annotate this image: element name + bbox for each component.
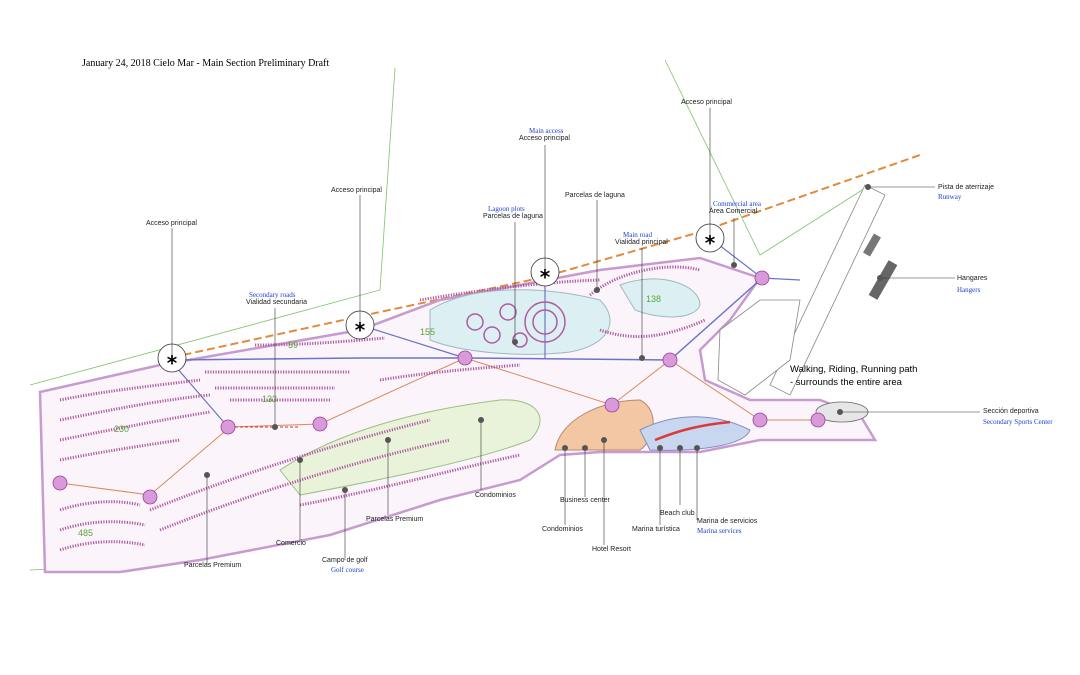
label-area-comercial: Área Comercial [709, 208, 758, 215]
label-parcelas-premium-2: Parcelas Premium [184, 562, 242, 569]
roundabout-nodes [52, 270, 826, 505]
label-vialidad-secundaria: Vialidad secundaria [246, 299, 307, 306]
label-vialidad-principal: Vialidad principal [615, 239, 668, 246]
label-beach-club: Beach club [660, 510, 695, 517]
label-comercio: Comercio [276, 540, 306, 547]
access-road [169, 359, 229, 428]
label-main-road: Main road [623, 231, 652, 239]
access-asterisk-icon: * [355, 318, 366, 342]
label-marina-de-servicios: Marina de servicios [697, 518, 758, 525]
access-asterisk-icon: * [167, 351, 178, 375]
walking-path-note-line1: Walking, Riding, Running path [790, 364, 918, 375]
marina-area [639, 416, 751, 451]
lot-count-label: 230 [114, 424, 129, 434]
label-parcelas-de-laguna-2: Parcelas de laguna [565, 192, 625, 199]
highway-road [159, 154, 921, 361]
label-main-access: Main access [529, 127, 564, 135]
label-lagoon-plots: Lagoon plots [488, 205, 525, 213]
label-campo-de-golf: Campo de golf [322, 557, 368, 564]
label-secondary-sports-center: Secondary Sports Center [983, 418, 1053, 426]
label-pista-de-aterrizaje: Pista de aterrizaje [938, 184, 995, 191]
lot-count-label: 138 [646, 294, 661, 304]
label-acceso-principal-2: Acceso principal [331, 187, 382, 194]
lot-count-label: 155 [420, 327, 435, 337]
label-acceso-principal-4: Acceso principal [681, 99, 732, 106]
label-marina-turistica: Marina turística [632, 526, 680, 533]
label-business-center: Business center [560, 497, 610, 504]
label-golf-course: Golf course [331, 566, 364, 574]
lagoon [429, 289, 611, 355]
label-hangers: Hangers [957, 286, 981, 294]
access-asterisk-icon: * [540, 265, 551, 289]
golf-course [279, 399, 541, 496]
hangar-building [868, 260, 898, 300]
lot-count-label: 485 [78, 528, 93, 538]
page-title: January 24, 2018 Cielo Mar - Main Sectio… [82, 58, 330, 69]
label-acceso-principal-1: Acceso principal [146, 220, 197, 227]
label-runway: Runway [938, 193, 962, 201]
runway-apron [717, 299, 801, 396]
label-parcelas-de-laguna-1: Parcelas de laguna [483, 213, 543, 220]
label-marina-services: Marina services [697, 527, 742, 535]
label-hotel-resort: Hotel Resort [592, 546, 631, 553]
property-boundary-line [29, 67, 396, 386]
label-condominios-1: Condominios [475, 492, 516, 499]
label-leader-lines [171, 108, 980, 565]
label-seccion-deportiva: Sección deportiva [983, 408, 1039, 415]
beach-club-path [654, 420, 731, 442]
lot-count-label: 133 [262, 394, 277, 404]
lot-count-label: 59 [288, 340, 298, 350]
label-parcelas-premium-1: Parcelas Premium [366, 516, 424, 523]
access-asterisk-icon: * [705, 231, 716, 255]
access-road-2 [359, 324, 466, 359]
property-boundary-line-east [664, 59, 871, 256]
hangar-building [863, 233, 881, 257]
label-secondary-roads: Secondary roads [249, 291, 296, 299]
label-acceso-principal-3: Acceso principal [519, 135, 570, 142]
label-hangares: Hangares [957, 275, 988, 282]
lagoon-east [619, 278, 701, 318]
walking-path-note-line2: - surrounds the entire area [790, 377, 902, 388]
label-anchor-dots [204, 184, 883, 493]
residential-lots [59, 265, 706, 552]
runway-strip [769, 184, 886, 396]
label-condominios-2: Condominios [542, 526, 583, 533]
label-commercial-area: Commercial area [713, 200, 762, 208]
